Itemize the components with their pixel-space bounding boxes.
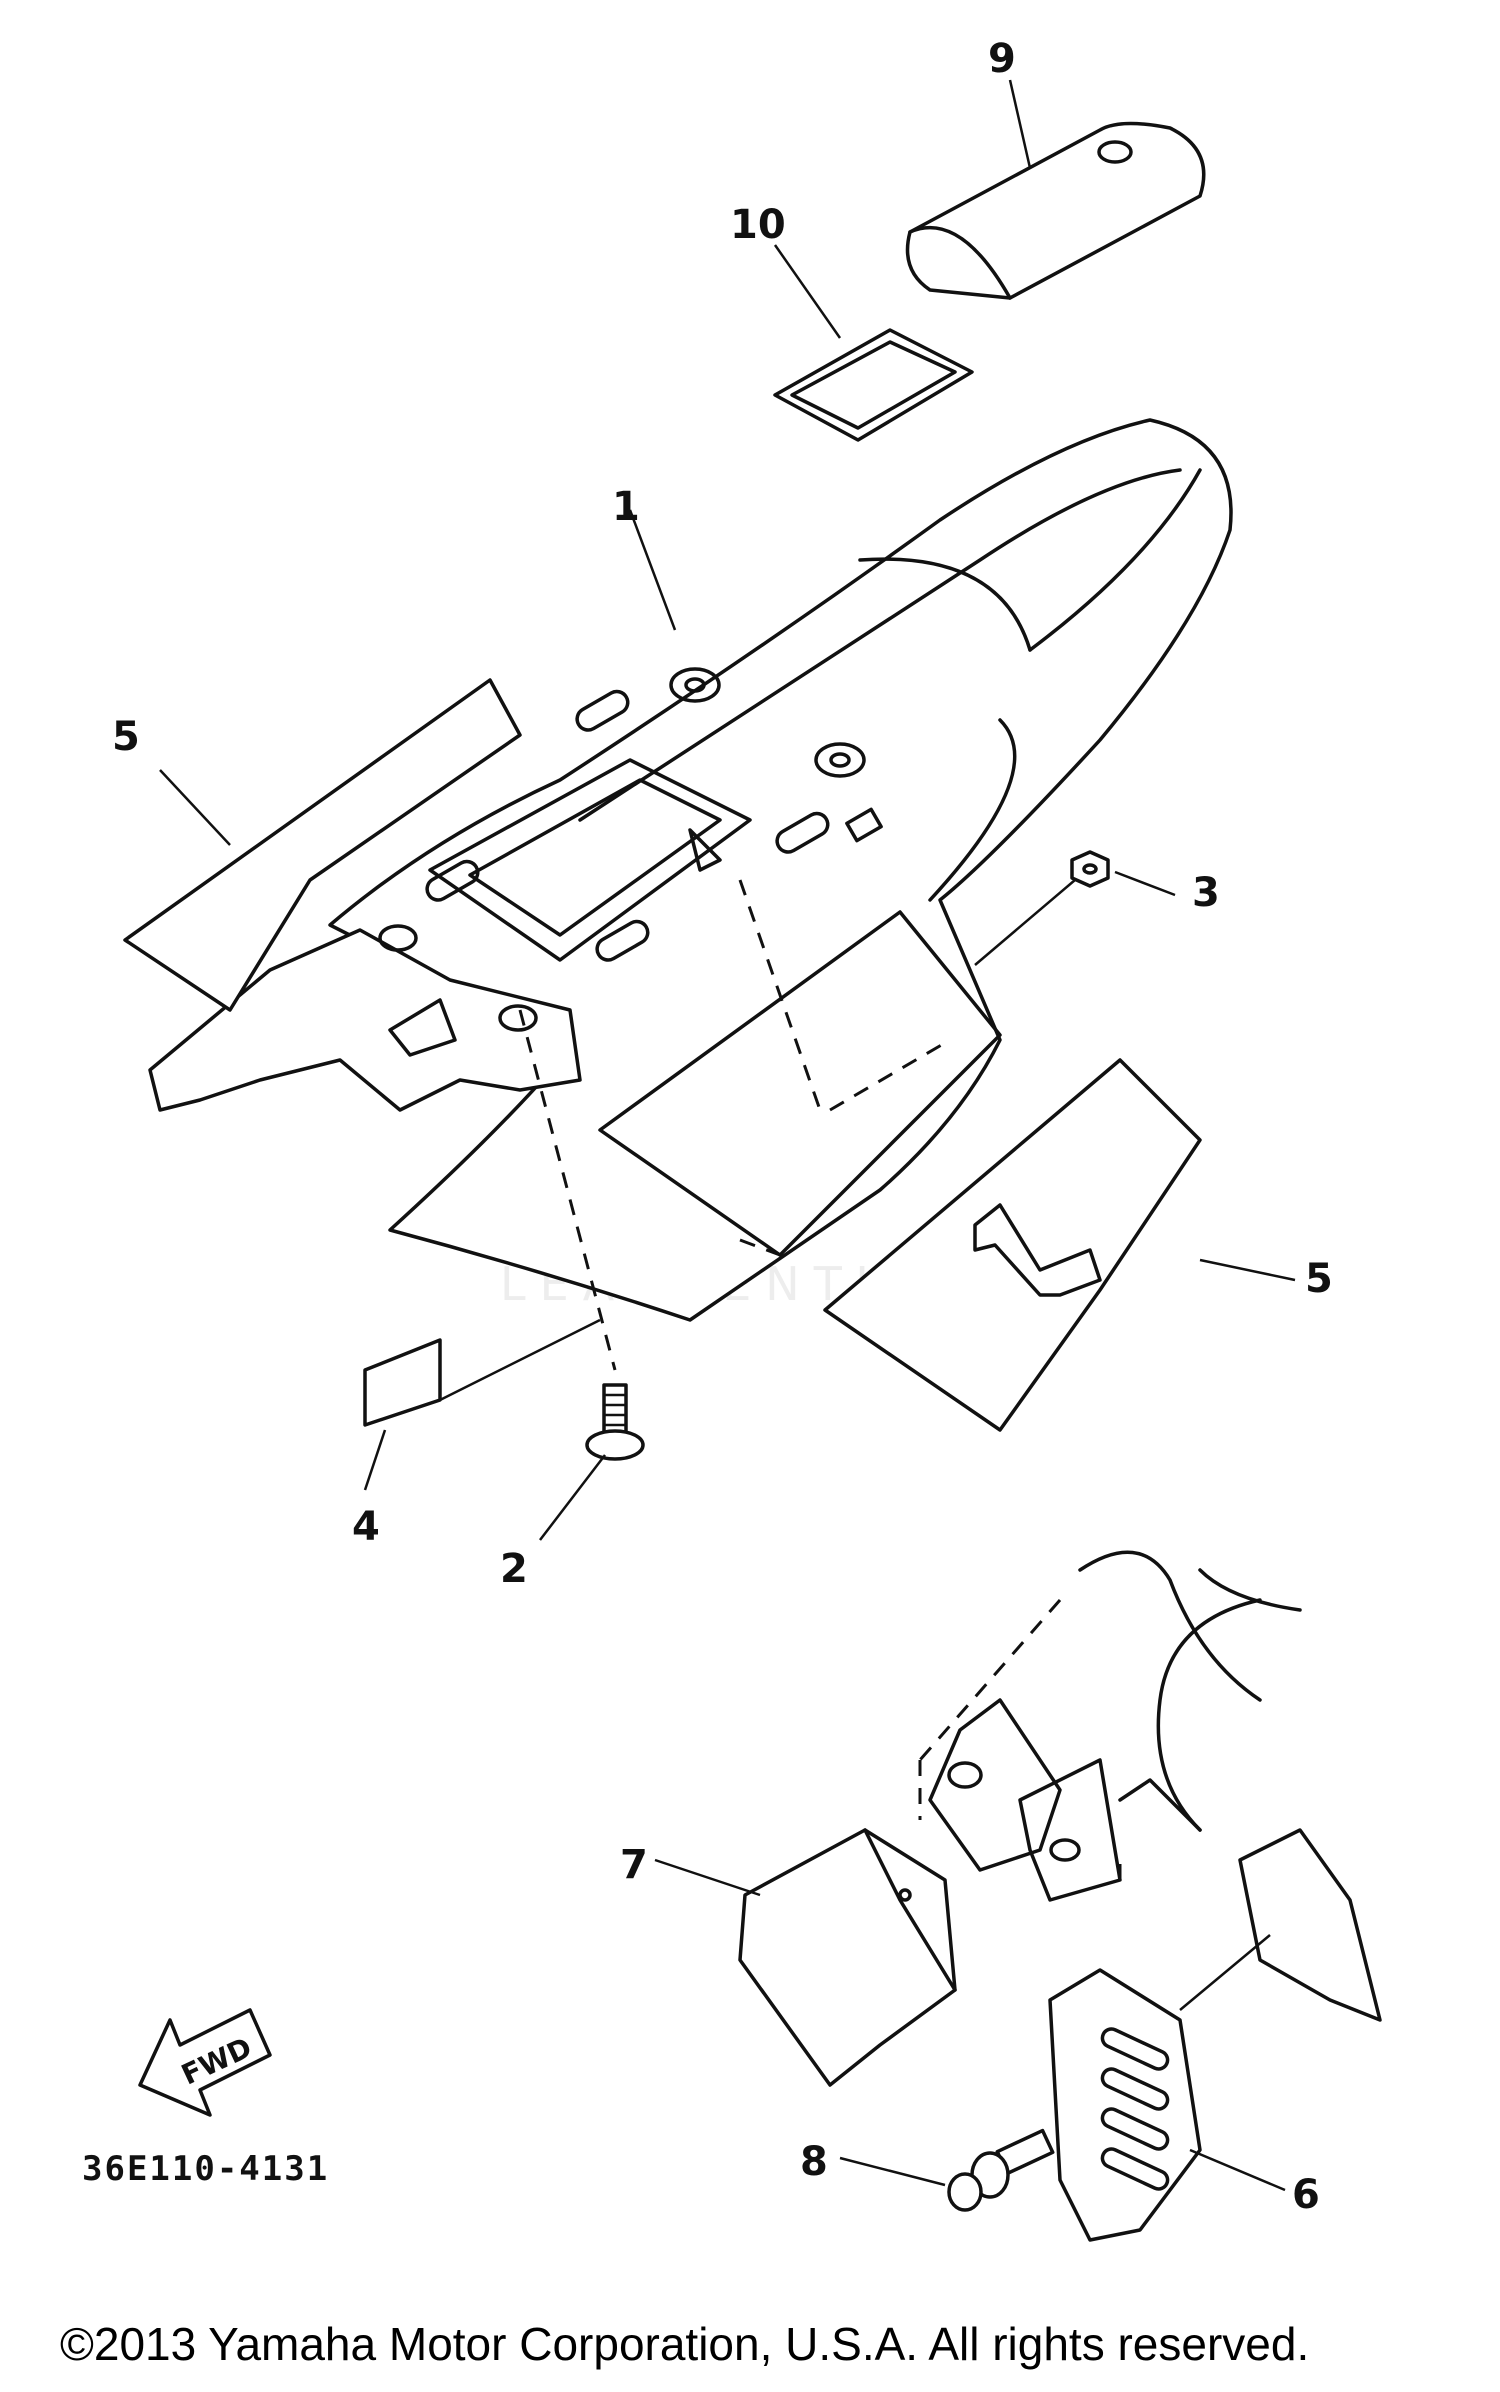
callout-7: 7 [620, 1842, 648, 1888]
part-8-screw [947, 2128, 1055, 2212]
callout-4: 4 [352, 1504, 380, 1550]
part-1-rear-fender [148, 418, 1233, 1322]
part-10-gasket [773, 328, 974, 442]
copyright-notice: ©2013 Yamaha Motor Corporation, U.S.A. A… [60, 2318, 1309, 2370]
part-9-lens [905, 121, 1206, 300]
leader-lines [159, 79, 1296, 2192]
part-5-plate-left [123, 678, 522, 1012]
part-4-patch [363, 1318, 601, 1427]
callout-6: 6 [1292, 2172, 1320, 2218]
callout-5-right: 5 [1305, 1256, 1333, 1302]
frame-section [918, 1550, 1382, 2022]
part-2-bolt [518, 1009, 645, 1461]
part-7-bracket [738, 1828, 957, 2087]
callout-9: 9 [988, 36, 1016, 82]
callout-10: 10 [730, 202, 786, 248]
part-6-cover [1048, 1934, 1271, 2242]
part-5-plate-right [823, 1058, 1202, 1432]
callout-2: 2 [500, 1546, 528, 1592]
callout-1: 1 [612, 484, 640, 530]
callout-5-left: 5 [112, 714, 140, 760]
fwd-arrow-icon: FWD [138, 2008, 272, 2117]
diagram-code: 36E110-4131 [82, 2149, 329, 2189]
part-3-nut [1070, 850, 1110, 888]
callout-3: 3 [1192, 870, 1220, 916]
callout-8: 8 [800, 2139, 828, 2185]
